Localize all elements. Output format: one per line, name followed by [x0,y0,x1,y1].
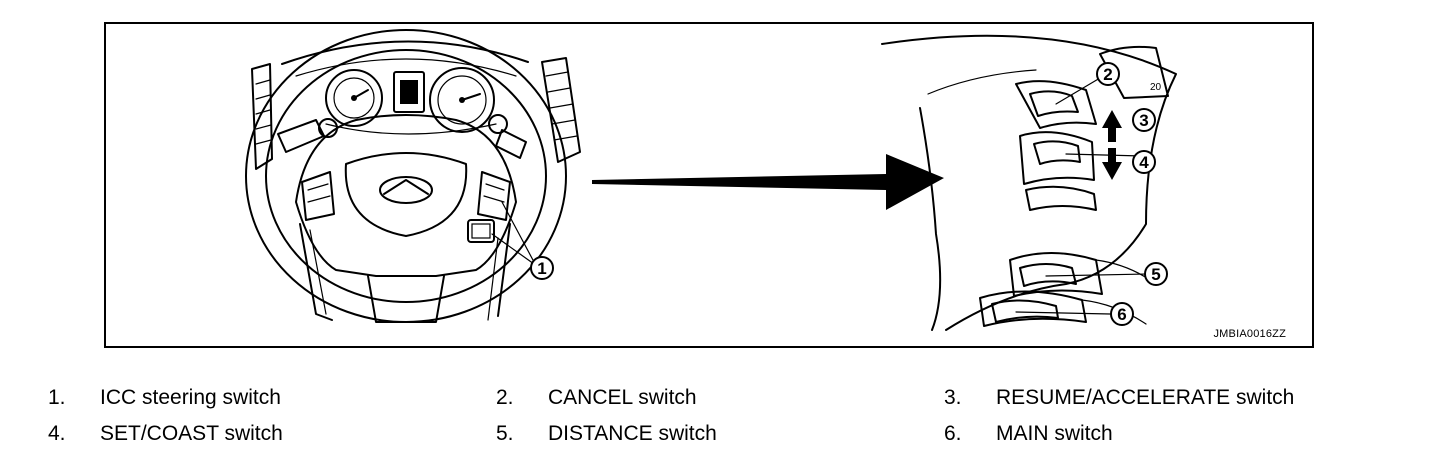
arrow-up-icon [1102,110,1122,142]
switch-closeup: 20 6 [881,34,1177,331]
legend-label: DISTANCE switch [548,422,717,445]
illustration: 1 20 6 [245,29,1177,331]
figure-reference-code: JMBIA0016ZZ [1213,328,1286,340]
callout-6-label: 6 [1117,305,1126,324]
legend-label: RESUME/ACCELERATE switch [996,386,1295,409]
legend-label: CANCEL switch [548,386,697,409]
steering-wheel-overview [245,29,581,323]
diagram-figure: 1 20 6 [104,22,1314,348]
legend-number: 2. [496,386,514,409]
arrow-right-icon [592,154,944,210]
callout-3: 3 [1132,108,1156,132]
legend: 1. ICC steering switch 2. CANCEL switch … [0,380,1440,460]
legend-label: SET/COAST switch [100,422,283,445]
legend-number: 6. [944,422,962,445]
svg-text:20: 20 [1150,82,1162,93]
legend-label: ICC steering switch [100,386,281,409]
callout-4: 4 [1132,150,1156,174]
callout-3-label: 3 [1139,111,1148,130]
callout-2: 2 [1096,62,1120,86]
callout-1-label: 1 [537,259,546,278]
instrument-cluster [325,67,497,135]
arrow-down-icon [1102,148,1122,180]
legend-number: 3. [944,386,962,409]
callout-5: 5 [1144,262,1168,286]
callout-2-label: 2 [1103,65,1112,84]
legend-label: MAIN switch [996,422,1113,445]
legend-number: 5. [496,422,514,445]
legend-number: 4. [48,422,66,445]
callout-1: 1 [530,256,554,280]
callout-5-label: 5 [1151,265,1160,284]
legend-number: 1. [48,386,66,409]
left-air-vent [251,63,273,170]
callout-6: 6 [1110,302,1134,326]
callout-4-label: 4 [1139,153,1149,172]
